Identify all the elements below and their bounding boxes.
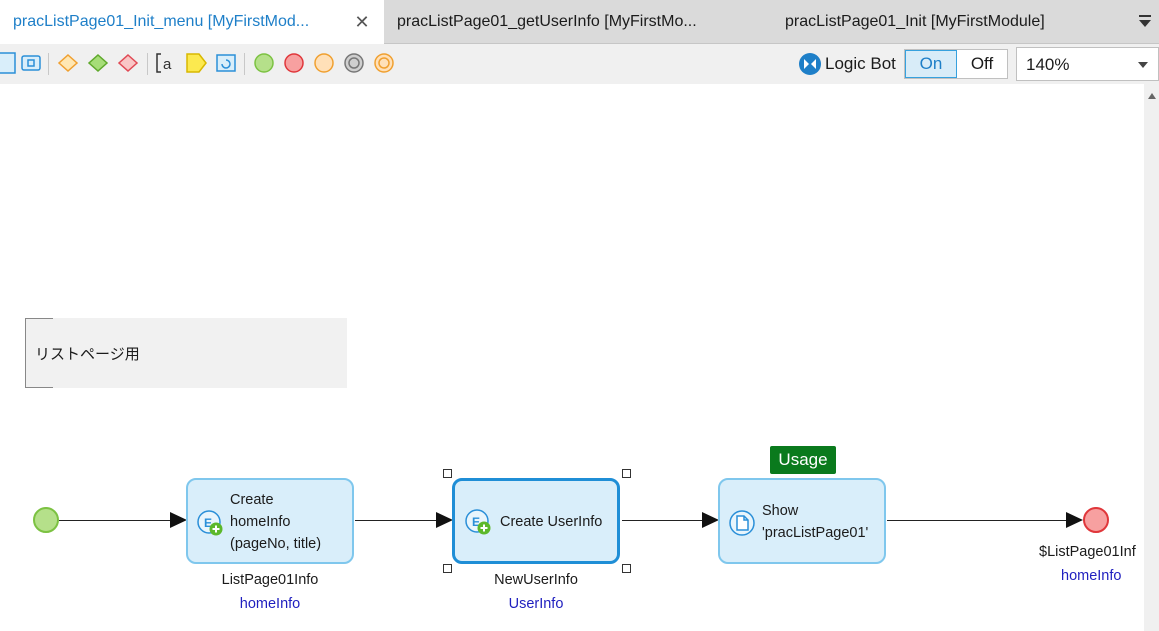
tab-bar: pracListPage01_Init_menu [MyFirstMod... … [0,0,1159,44]
start-event[interactable] [33,507,59,533]
selection-handle[interactable] [622,564,631,573]
create-object-activity-homeinfo[interactable]: E Create homeInfo (pageNo, title) [186,478,354,564]
arrowhead [436,512,453,528]
create-object-icon: E [197,510,223,536]
sequence-flow[interactable] [887,520,1067,521]
activity-caption-line: 'pracListPage01' [762,525,869,541]
selection-handle[interactable] [443,564,452,573]
inheritance-split-icon[interactable] [87,52,109,74]
tab-prac-list-page01-init[interactable]: pracListPage01_Init [MyFirstModule] [785,0,1115,44]
activity-caption-line: Show [762,503,799,519]
microflow-call-icon[interactable] [20,52,42,74]
tab-label: pracListPage01_Init_menu [MyFirstMod... [13,13,310,30]
annotation-text: リストページ用 [35,346,140,363]
usage-badge[interactable]: Usage [770,446,836,474]
arrowhead [702,512,719,528]
parameter-icon[interactable] [185,52,207,74]
logic-bot-toggle: On Off [904,49,1008,79]
return-value: $ListPage01Inf [1039,544,1136,560]
scroll-up-arrow-icon[interactable] [1148,93,1156,99]
activity-caption-line: Create UserInfo [500,514,603,530]
svg-text:a: a [163,56,172,73]
toolbar: a Logic Bot On Off 140% [0,44,1159,84]
vertical-scrollbar[interactable] [1144,84,1159,631]
exclusive-split-icon[interactable] [57,52,79,74]
end-event-icon[interactable] [283,52,305,74]
svg-text:E: E [204,516,212,530]
create-object-activity-userinfo[interactable]: E Create UserInfo [452,478,620,564]
error-event-icon[interactable] [313,52,335,74]
selection-handle[interactable] [443,469,452,478]
activity-caption: Show 'pracListPage01' [762,500,868,544]
annotation-bracket [25,318,53,388]
activity-caption-line: homeInfo [230,514,291,530]
end-event[interactable] [1083,507,1109,533]
output-variable-name: NewUserInfo [494,572,578,588]
activity-caption-line: (pageNo, title) [230,536,322,552]
zoom-value: 140% [1026,55,1070,74]
output-variable-type: homeInfo [239,596,301,612]
toolbar-separator [244,53,245,75]
zoom-select[interactable]: 140% [1016,47,1159,81]
toggle-on-button[interactable]: On [905,50,957,78]
output-variable-name: ListPage01Info [221,572,319,588]
output-variable-type: UserInfo [508,596,564,612]
arrowhead [1066,512,1083,528]
chevron-down-icon [1138,62,1148,68]
toolbar-separator [48,53,49,75]
tab-overflow-menu-icon[interactable] [1137,13,1153,31]
arrowhead [170,512,187,528]
logic-bot-label: Logic Bot [825,54,896,73]
activity-caption-line: Create [230,492,274,508]
svg-text:E: E [472,515,480,529]
tab-label: pracListPage01_getUserInfo [MyFirstMo... [397,13,697,30]
sequence-flow[interactable] [59,520,171,521]
close-icon[interactable]: ✕ [354,12,370,32]
select-tool-icon[interactable] [0,52,16,74]
selection-handle[interactable] [622,469,631,478]
loop-icon[interactable] [215,52,237,74]
show-page-activity[interactable]: Show 'pracListPage01' [718,478,886,564]
sequence-flow[interactable] [622,520,704,521]
merge-icon[interactable] [117,52,139,74]
break-event-icon[interactable] [343,52,365,74]
annotation-note[interactable]: リストページ用 [25,318,347,388]
activity-caption: Create UserInfo [500,511,602,533]
tab-prac-list-page01-init-menu[interactable]: pracListPage01_Init_menu [MyFirstMod... … [0,0,384,44]
start-event-icon[interactable] [253,52,275,74]
logic-bot-icon [799,53,821,75]
annotation-icon[interactable]: a [155,52,177,74]
continue-event-icon[interactable] [373,52,395,74]
show-page-icon [729,510,755,536]
return-type: homeInfo [1061,568,1122,584]
create-object-icon: E [465,509,491,535]
tab-prac-list-page01-get-user-info[interactable]: pracListPage01_getUserInfo [MyFirstMo... [397,0,767,44]
toolbar-separator [147,53,148,75]
tab-label: pracListPage01_Init [MyFirstModule] [785,13,1045,30]
sequence-flow[interactable] [355,520,437,521]
toggle-off-button[interactable]: Off [970,54,994,73]
activity-caption: Create homeInfo (pageNo, title) [230,489,321,555]
